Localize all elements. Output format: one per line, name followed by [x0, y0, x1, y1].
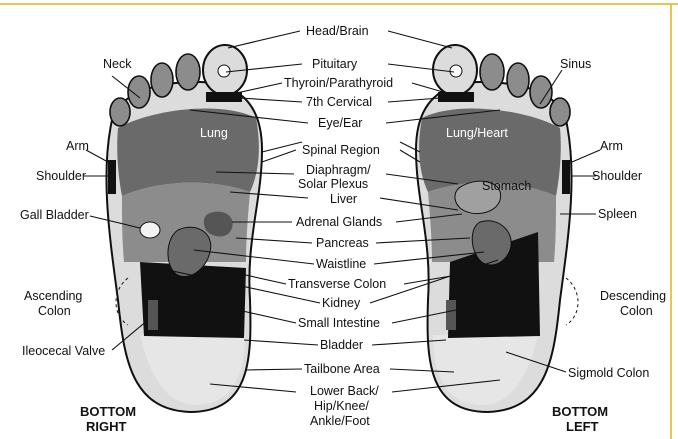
label-ascending-2: Colon — [38, 304, 71, 318]
left-cervical-band — [438, 92, 474, 102]
left-toe-3 — [507, 63, 529, 97]
left-toe-2 — [480, 54, 504, 90]
label-liver: Liver — [330, 192, 357, 206]
left-foot — [416, 45, 572, 412]
label-adrenal-glands: Adrenal Glands — [296, 215, 382, 229]
label-eye-ear: Eye/Ear — [318, 116, 362, 130]
label-lung-heart: Lung/Heart — [446, 126, 508, 140]
caption-bottom-right-2: RIGHT — [86, 419, 127, 434]
label-ascending-1: Ascending — [24, 289, 82, 303]
label-descending-2: Colon — [620, 304, 653, 318]
label-gall-bladder: Gall Bladder — [20, 208, 89, 222]
label-diaphragm-2: Solar Plexus — [298, 177, 368, 191]
right-shoulder-bar — [108, 160, 116, 194]
label-lung: Lung — [200, 126, 228, 140]
left-pituitary-spot — [450, 65, 462, 77]
caption-bottom-left-1: BOTTOM — [552, 404, 608, 419]
right-ileocecal-mark — [148, 300, 158, 330]
label-shoulder-right: Shoulder — [36, 169, 86, 183]
label-ileocecal-valve: Ileocecal Valve — [22, 344, 105, 358]
label-bladder: Bladder — [320, 338, 363, 352]
label-lower-back-1: Lower Back/ — [310, 384, 379, 398]
descending-colon-arc — [566, 278, 578, 325]
label-neck: Neck — [103, 57, 132, 71]
label-tailbone-area: Tailbone Area — [304, 362, 380, 376]
label-head-brain: Head/Brain — [306, 24, 369, 38]
label-kidney: Kidney — [322, 296, 361, 310]
right-toe-4 — [128, 76, 150, 108]
label-thyroid: Thyroin/Parathyroid — [284, 76, 393, 90]
right-toe-2 — [176, 54, 200, 90]
label-waistline: Waistline — [316, 257, 366, 271]
right-toe-5 — [110, 98, 130, 126]
label-pituitary: Pituitary — [312, 57, 358, 71]
label-small-intestine: Small Intestine — [298, 316, 380, 330]
label-pancreas: Pancreas — [316, 236, 369, 250]
right-pituitary-spot — [218, 65, 230, 77]
left-shoulder-bar — [562, 160, 570, 194]
label-stomach: Stomach — [482, 179, 531, 193]
label-diaphragm-1: Diaphragm/ — [306, 163, 371, 177]
caption-bottom-left-2: LEFT — [566, 419, 599, 434]
label-spleen: Spleen — [598, 207, 637, 221]
left-sigmoid-mark — [446, 300, 456, 330]
label-arm-left: Arm — [600, 139, 623, 153]
label-spinal-region: Spinal Region — [302, 143, 380, 157]
right-toe-3 — [151, 63, 173, 97]
right-gall-bladder-shape — [140, 222, 160, 238]
right-foot — [106, 45, 262, 412]
label-sinus: Sinus — [560, 57, 591, 71]
label-shoulder-left: Shoulder — [592, 169, 642, 183]
label-cervical: 7th Cervical — [306, 95, 372, 109]
left-toe-5 — [550, 98, 570, 126]
label-arm-right: Arm — [66, 139, 89, 153]
label-sigmoid-colon: Sigmold Colon — [568, 366, 649, 380]
label-transverse-colon: Transverse Colon — [288, 277, 386, 291]
label-descending-1: Descending — [600, 289, 666, 303]
caption-bottom-right-1: BOTTOM — [80, 404, 136, 419]
label-lower-back-3: Ankle/Foot — [310, 414, 370, 428]
label-lower-back-2: Hip/Knee/ — [314, 399, 369, 413]
